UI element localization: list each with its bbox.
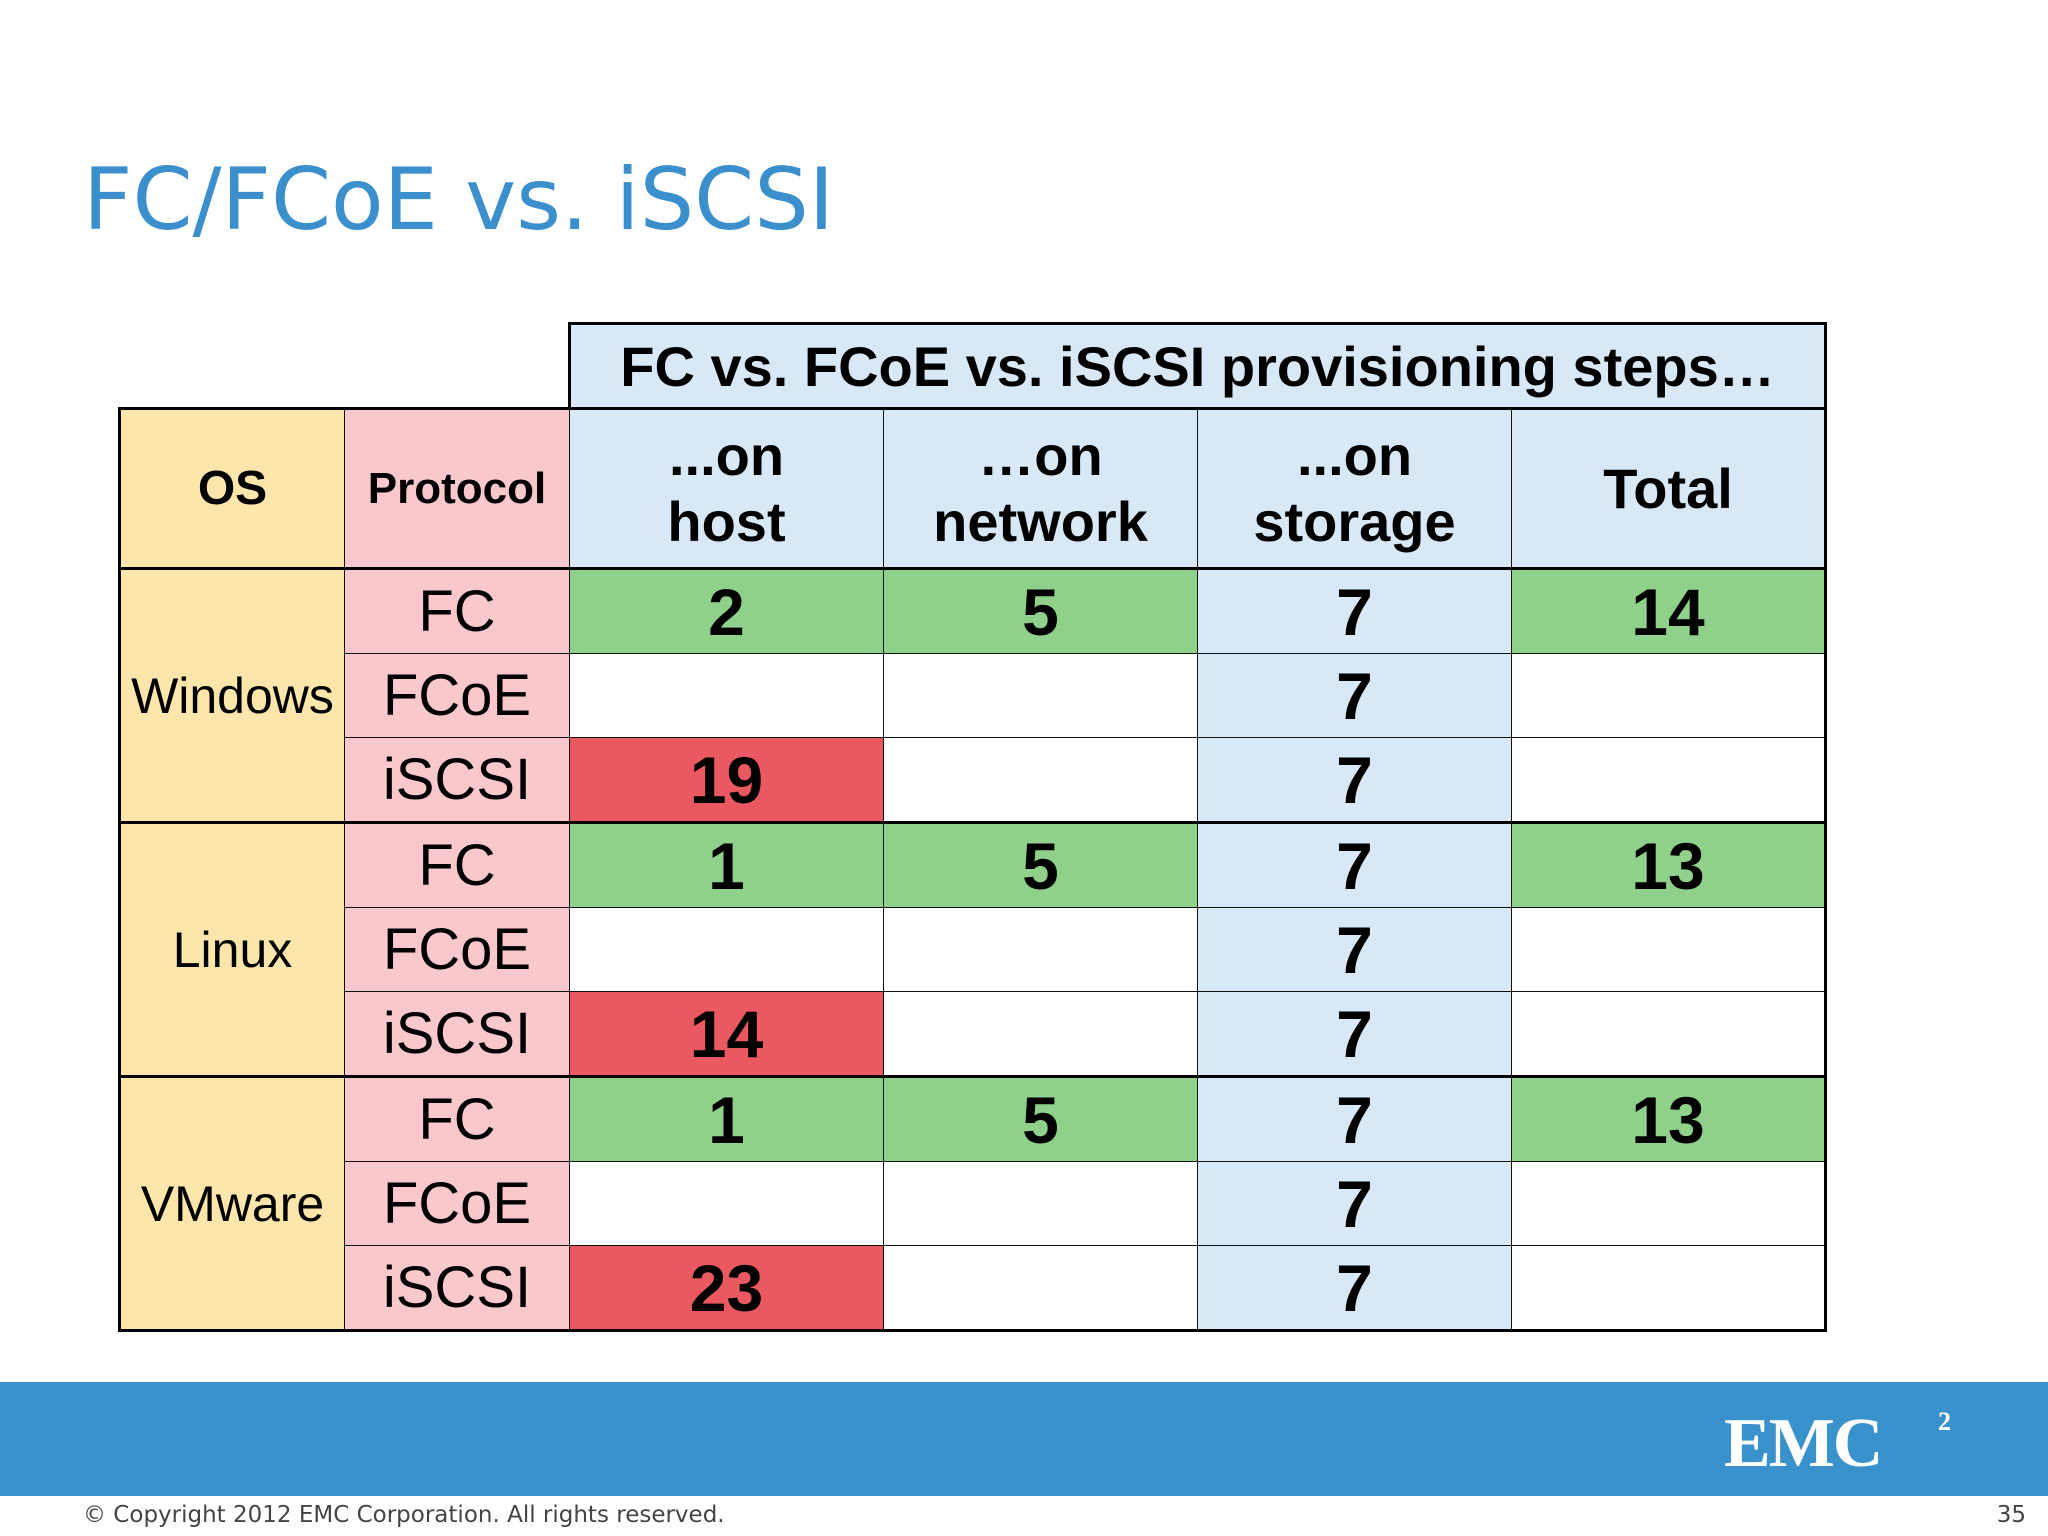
table-row-windows-fc: Windows FC 2 5 7 14 <box>118 567 1827 824</box>
table-row-windows-fcoe: FCoE 7 <box>120 653 1827 738</box>
storage-steps-cell: 7 <box>1197 1245 1512 1332</box>
total-steps-cell: 14 <box>1511 567 1827 654</box>
storage-steps-cell: 7 <box>1197 907 1512 992</box>
footer-bar: EMC 2 <box>0 1382 2048 1496</box>
header-on-storage-line2: storage <box>1253 489 1456 553</box>
protocol-cell: FC <box>344 1075 570 1162</box>
network-steps-cell <box>883 1161 1198 1246</box>
total-steps-cell: 13 <box>1511 821 1827 908</box>
storage-steps-cell: 7 <box>1197 991 1512 1078</box>
host-steps-cell <box>569 907 884 992</box>
table-row-linux-fc: Linux FC 1 5 7 13 <box>118 821 1827 1078</box>
logo-superscript: 2 <box>1938 1407 1951 1436</box>
table-row-linux-iscsi: iSCSI 14 7 <box>120 991 1827 1078</box>
protocol-cell: FCoE <box>344 1161 570 1246</box>
os-cell-linux: Linux <box>118 821 345 1078</box>
storage-steps-cell: 7 <box>1197 653 1512 738</box>
total-steps-cell <box>1511 653 1827 738</box>
table-row-linux-fcoe: FCoE 7 <box>120 907 1827 992</box>
protocol-cell: iSCSI <box>344 737 570 824</box>
header-os: OS <box>118 407 345 570</box>
total-steps-cell <box>1511 1245 1827 1332</box>
total-steps-cell <box>1511 907 1827 992</box>
protocol-cell: FCoE <box>344 907 570 992</box>
header-protocol: Protocol <box>344 407 570 570</box>
logo-text: EMC <box>1724 1405 1881 1474</box>
total-steps-cell <box>1511 1161 1827 1246</box>
host-steps-cell: 14 <box>569 991 884 1078</box>
network-steps-cell: 5 <box>883 567 1198 654</box>
empty-corner <box>120 324 570 409</box>
storage-steps-cell: 7 <box>1197 567 1512 654</box>
protocol-cell: FC <box>344 567 570 654</box>
storage-steps-cell: 7 <box>1197 737 1512 824</box>
super-header-row: FC vs. FCoE vs. iSCSI provisioning steps… <box>120 322 1827 410</box>
header-on-network-line2: network <box>933 489 1148 553</box>
network-steps-cell: 5 <box>883 821 1198 908</box>
table-row-windows-iscsi: iSCSI 19 7 <box>120 737 1827 824</box>
host-steps-cell: 2 <box>569 567 884 654</box>
host-steps-cell <box>569 1161 884 1246</box>
header-total: Total <box>1511 407 1827 570</box>
network-steps-cell <box>883 991 1198 1078</box>
network-steps-cell: 5 <box>883 1075 1198 1162</box>
copyright-notice: © Copyright 2012 EMC Corporation. All ri… <box>83 1502 725 1528</box>
total-steps-cell <box>1511 737 1827 824</box>
table-row-vmware-fc: VMware FC 1 5 7 13 <box>118 1075 1827 1332</box>
storage-steps-cell: 7 <box>1197 1161 1512 1246</box>
storage-steps-cell: 7 <box>1197 1075 1512 1162</box>
os-cell-windows: Windows <box>118 567 345 824</box>
table-row-vmware-fcoe: FCoE 7 <box>120 1161 1827 1246</box>
header-on-host-line1: ...on <box>668 423 785 487</box>
protocol-cell: FCoE <box>344 653 570 738</box>
network-steps-cell <box>883 737 1198 824</box>
host-steps-cell: 1 <box>569 1075 884 1162</box>
table-row-vmware-iscsi: iSCSI 23 7 <box>120 1245 1827 1332</box>
total-steps-cell <box>1511 991 1827 1078</box>
protocol-cell: iSCSI <box>344 991 570 1078</box>
page-number: 35 <box>1996 1502 2026 1528</box>
os-cell-vmware: VMware <box>118 1075 345 1332</box>
provisioning-steps-table: FC vs. FCoE vs. iSCSI provisioning steps… <box>118 322 1827 1332</box>
total-steps-cell: 13 <box>1511 1075 1827 1162</box>
header-on-host-line2: host <box>667 489 786 553</box>
super-header: FC vs. FCoE vs. iSCSI provisioning steps… <box>568 322 1827 410</box>
protocol-cell: FC <box>344 821 570 908</box>
storage-steps-cell: 7 <box>1197 821 1512 908</box>
host-steps-cell: 1 <box>569 821 884 908</box>
host-steps-cell: 19 <box>569 737 884 824</box>
network-steps-cell <box>883 907 1198 992</box>
network-steps-cell <box>883 653 1198 738</box>
network-steps-cell <box>883 1245 1198 1332</box>
protocol-cell: iSCSI <box>344 1245 570 1332</box>
slide-title: FC/FCoE vs. iSCSI <box>83 150 835 250</box>
emc-logo: EMC 2 <box>1724 1405 1951 1474</box>
header-on-network-line1: …on <box>978 423 1103 487</box>
host-steps-cell: 23 <box>569 1245 884 1332</box>
header-on-storage-line1: ...on <box>1296 423 1413 487</box>
host-steps-cell <box>569 653 884 738</box>
